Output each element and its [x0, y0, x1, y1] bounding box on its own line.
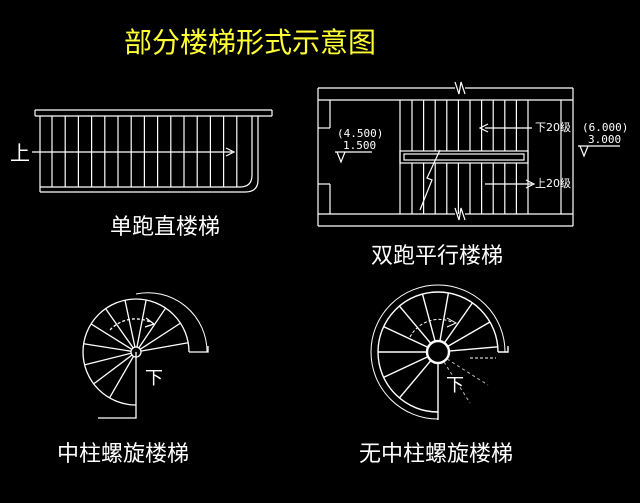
right-elevation-top: (6.000): [582, 121, 628, 134]
parallel-stair-arrows: [478, 123, 536, 189]
tread-line: [421, 293, 436, 342]
left-elevation-bottom: 1.500: [343, 139, 376, 152]
up-20-steps-label: 上20级: [535, 177, 571, 190]
center-post-spiral-stair: 下 中柱螺旋楼梯: [57, 292, 209, 467]
no-post-spiral-caption: 无中柱螺旋楼梯: [359, 442, 513, 467]
no-post-outer-rail: [377, 291, 499, 413]
spiral-outer-rail: [82, 298, 190, 406]
spiral-treads: [83, 299, 189, 399]
straight-stair-up-arrow: [32, 147, 236, 157]
tread-line: [90, 323, 133, 350]
parallel-stair-handrail: [399, 150, 529, 164]
tread-line: [443, 302, 473, 344]
tread-line: [383, 326, 429, 348]
tread-line: [439, 292, 450, 342]
parallel-stair-treads: [411, 100, 518, 214]
spiral-outer-rail-end: [189, 346, 209, 353]
no-post-walk-arrow: [446, 317, 458, 328]
tread-line: [398, 359, 432, 399]
tread-line: [140, 342, 189, 352]
parallel-stair-break-line: [419, 149, 441, 211]
parallel-stair-right-elevation-mark: [578, 145, 620, 158]
straight-stair-caption: 单跑直楼梯: [110, 215, 220, 240]
spiral-walk-arrow: [144, 317, 156, 328]
straight-stair-handrail: [34, 109, 273, 193]
spiral-outer-rail-double: [135, 292, 208, 353]
diagram-title: 部分楼梯形式示意图: [124, 26, 376, 59]
no-post-treads: [378, 292, 498, 399]
no-post-rail-end: [498, 346, 509, 353]
tread-line: [83, 343, 132, 352]
tread-line: [108, 356, 135, 399]
tread-line: [105, 308, 134, 349]
tread-line: [139, 322, 181, 350]
tread-line: [136, 299, 147, 348]
parallel-stair-walls: [317, 81, 574, 227]
right-elevation-bottom: 3.000: [588, 133, 621, 146]
tread-line: [124, 300, 136, 348]
no-post-down-label: 下: [446, 375, 464, 396]
down-20-steps-label: 下20级: [535, 121, 571, 134]
no-post-spiral-stair: 下 无中柱螺旋楼梯: [359, 284, 513, 467]
center-post-down-label: 下: [145, 368, 163, 389]
spiral-landing: [98, 405, 137, 419]
no-post-dashed-treads: [443, 358, 489, 404]
tread-line: [383, 356, 429, 378]
tread-line: [138, 307, 167, 349]
tread-line: [398, 305, 432, 345]
straight-stair-up-label: 上: [10, 141, 30, 165]
parallel-stair-caption: 双跑平行楼梯: [371, 244, 503, 269]
tread-line: [448, 346, 498, 352]
straight-stair: 上 单跑直楼梯: [10, 109, 273, 240]
no-post-walk-line: [409, 318, 453, 338]
left-elevation-top: (4.500): [337, 127, 383, 140]
tread-line: [447, 321, 491, 348]
parallel-stair: (4.500) 1.500 (6.000) 3.000 下20级 上20级 双跑…: [317, 81, 628, 269]
center-post-spiral-caption: 中柱螺旋楼梯: [57, 442, 189, 467]
no-post-outer-rail-double: [370, 284, 506, 420]
parallel-stair-left-elevation-mark: [335, 151, 372, 164]
tread-line: [84, 352, 132, 366]
tread-line: [93, 354, 133, 385]
spiral-walk-line: [109, 318, 151, 331]
